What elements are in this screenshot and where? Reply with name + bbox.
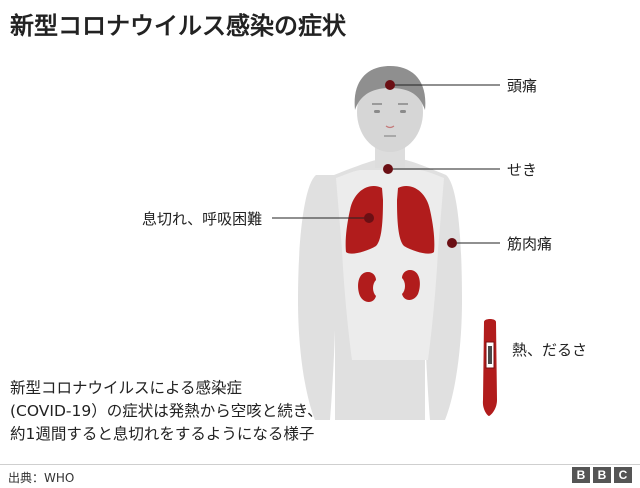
nose — [385, 125, 395, 129]
description: 新型コロナウイルスによる感染症 (COVID-19）の症状は発熱から空咳と続き、… — [10, 377, 370, 446]
left-kidney — [358, 272, 376, 302]
left-lung — [345, 186, 383, 254]
bbc-logo-letter: C — [614, 467, 632, 483]
description-line: 約1週間すると息切れをするようになる様子 — [10, 425, 315, 443]
source-credit: 出典：WHO — [8, 471, 75, 485]
label-fever: 熱、だるさ — [512, 341, 588, 359]
label-muscle: 筋肉痛 — [507, 235, 553, 253]
footer-divider — [0, 464, 640, 465]
right-kidney — [402, 270, 420, 300]
bbc-logo: B B C — [572, 467, 632, 483]
mouth — [384, 135, 396, 137]
marker-breath — [364, 213, 374, 223]
head — [357, 72, 423, 152]
bbc-logo-letter: B — [572, 467, 590, 483]
description-line: 新型コロナウイルスによる感染症 — [10, 379, 243, 397]
marker-muscle — [447, 238, 457, 248]
page-title: 新型コロナウイルス感染の症状 — [10, 12, 346, 40]
marker-headache — [385, 80, 395, 90]
bbc-logo-letter: B — [593, 467, 611, 483]
thermometer-bar — [488, 346, 492, 364]
right-eye — [400, 110, 406, 113]
label-cough: せき — [507, 161, 538, 179]
marker-cough — [383, 164, 393, 174]
left-eyebrow — [372, 103, 382, 105]
label-headache: 頭痛 — [507, 77, 538, 95]
right-eyebrow — [398, 103, 408, 105]
torso-highlight — [336, 170, 444, 360]
right-lung — [397, 186, 435, 254]
description-line: (COVID-19）の症状は発熱から空咳と続き、 — [10, 402, 323, 420]
left-eye — [374, 110, 380, 113]
label-breath: 息切れ、呼吸困難 — [142, 210, 263, 228]
